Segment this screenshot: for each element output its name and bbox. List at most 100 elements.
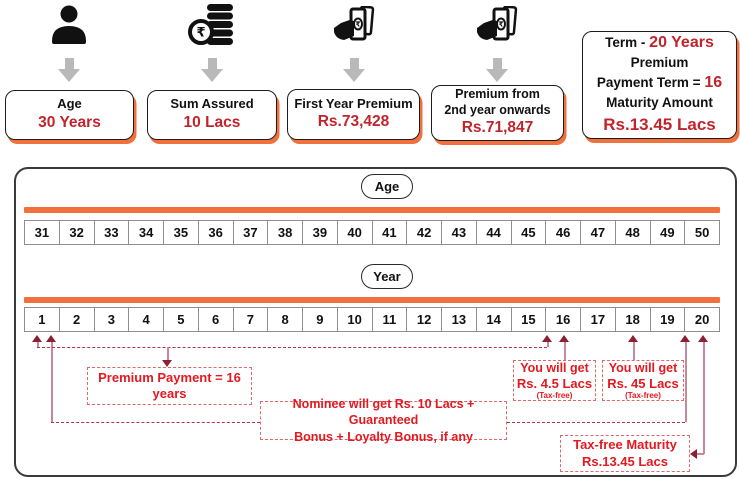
connector-stem	[51, 342, 53, 422]
timeline-cell: 11	[371, 307, 408, 332]
nominee-line1: Nominee will get Rs. 10 Lacs + Guarantee…	[292, 397, 475, 428]
timeline-cell: 31	[24, 220, 60, 245]
timeline-cell: 1	[24, 307, 60, 332]
payment-term-value: 16	[704, 74, 723, 91]
timeline-cell: 9	[302, 307, 338, 332]
svg-text:₹: ₹	[356, 21, 361, 29]
svg-text:₹: ₹	[196, 26, 205, 41]
connector-stem	[633, 342, 635, 360]
up-arrowhead-year16b	[558, 335, 569, 342]
timeline-cell: 17	[580, 307, 616, 332]
age-pill-label: Age	[374, 179, 400, 194]
timeline-cell: 3	[93, 307, 130, 332]
timeline-cell: 45	[510, 220, 547, 245]
sum-assured-value: 10 Lacs	[183, 113, 241, 131]
timeline-cell: 36	[197, 220, 234, 245]
timeline-cell: 12	[406, 307, 442, 332]
timeline-cell: 39	[302, 220, 338, 245]
first-year-premium-card: First Year Premium Rs.73,428	[287, 89, 420, 140]
renewal-premium-title-line1: Premium from	[455, 86, 540, 101]
first-year-premium-title: First Year Premium	[294, 95, 413, 111]
up-arrowhead-year1b	[45, 335, 56, 342]
svg-text:₹: ₹	[499, 21, 504, 29]
timeline-cell: 20	[684, 307, 720, 332]
timeline-cell: 32	[58, 220, 95, 245]
age-card-title: Age	[57, 96, 82, 112]
maturity-amount-value: Rs.13.45 Lacs	[603, 115, 716, 134]
payout16-line2: Rs. 4.5 Lacs	[516, 376, 593, 392]
up-arrowhead-year18	[627, 335, 638, 342]
payout18-line3: (Tax-free)	[625, 391, 661, 401]
timeline-cell: 13	[441, 307, 477, 332]
up-arrowhead-year20a	[679, 335, 690, 342]
renewal-premium-title-line2: 2nd year onwards	[444, 102, 551, 117]
premium-payment-text: Premium Payment = 16 years	[98, 369, 241, 401]
timeline-cell: 35	[163, 220, 199, 245]
timeline-cell: 19	[649, 307, 686, 332]
money-hand-icon: ₹	[474, 5, 520, 51]
nominee-line2: Bonus + Loyalty Bonus, if any	[294, 429, 473, 444]
timeline-cell: 37	[232, 220, 269, 245]
person-icon	[47, 3, 91, 52]
timeline-cell: 34	[128, 220, 164, 245]
up-arrowhead-year16a	[541, 335, 552, 342]
sum-assured-card: Sum Assured 10 Lacs	[147, 90, 277, 140]
timeline-cell: 50	[684, 220, 720, 245]
connector-stem	[703, 342, 705, 454]
rupee-coins-icon: ₹	[188, 3, 234, 52]
timeline-cell: 15	[510, 307, 547, 332]
renewal-premium-card: Premium from 2nd year onwards Rs.71,847	[431, 85, 564, 141]
timeline-cell: 41	[371, 220, 408, 245]
timeline-cell: 48	[614, 220, 651, 245]
first-year-premium-value: Rs.73,428	[317, 113, 390, 131]
connector-stem	[685, 342, 687, 422]
timeline-cell: 49	[649, 220, 686, 245]
up-arrowhead-year20b	[697, 335, 708, 342]
timeline-cell: 16	[545, 307, 581, 332]
timeline-cell: 43	[441, 220, 477, 245]
timeline-cell: 47	[580, 220, 616, 245]
year-pill-label: Year	[373, 269, 401, 284]
up-arrowhead-year1a	[31, 335, 42, 342]
term-line: Term - 20 Years	[605, 33, 714, 53]
down-arrowhead-premium	[161, 360, 172, 367]
left-arrowhead-maturity	[690, 449, 697, 459]
maturity-line1: Tax-free Maturity	[573, 437, 677, 453]
timeline-cell: 42	[406, 220, 442, 245]
year-axis-bar	[24, 297, 720, 303]
timeline-cell: 7	[232, 307, 269, 332]
dashed-connector-premium-span	[37, 347, 547, 348]
dashed-connector-nominee-left	[51, 422, 260, 423]
timeline-cell: 10	[336, 307, 373, 332]
renewal-premium-value: Rs.71,847	[461, 119, 534, 137]
premium-word: Premium	[630, 55, 689, 70]
timeline-cell: 33	[93, 220, 130, 245]
payment-term-label: Payment Term =	[596, 75, 705, 90]
sum-assured-title: Sum Assured	[170, 96, 254, 112]
timeline-cell: 2	[58, 307, 95, 332]
down-arrow-icon	[343, 58, 365, 82]
timeline-cell: 5	[163, 307, 199, 332]
term-value: 20 Years	[649, 34, 714, 51]
payout16-line3: (Tax-free)	[536, 391, 573, 401]
payout18-line1: You will get	[608, 360, 678, 375]
year-pill: Year	[361, 264, 413, 289]
payout-year18-note: You will get Rs. 45 Lacs (Tax-free)	[602, 360, 684, 401]
connector-stem	[564, 342, 566, 360]
age-card: Age 30 Years	[5, 90, 134, 140]
timeline-cell: 4	[128, 307, 164, 332]
down-arrow-icon	[486, 58, 508, 82]
connector-stem	[37, 342, 39, 347]
payout16-line1: You will get	[520, 360, 589, 375]
maturity-note: Tax-free Maturity Rs.13.45 Lacs	[560, 435, 690, 472]
down-arrow-icon	[201, 58, 223, 82]
connector-stem	[167, 347, 169, 360]
age-card-value: 30 Years	[38, 113, 101, 131]
premium-payment-note: Premium Payment = 16 years	[87, 367, 252, 405]
timeline-cell: 18	[614, 307, 651, 332]
payment-term-line: Payment Term = 16	[597, 73, 722, 93]
